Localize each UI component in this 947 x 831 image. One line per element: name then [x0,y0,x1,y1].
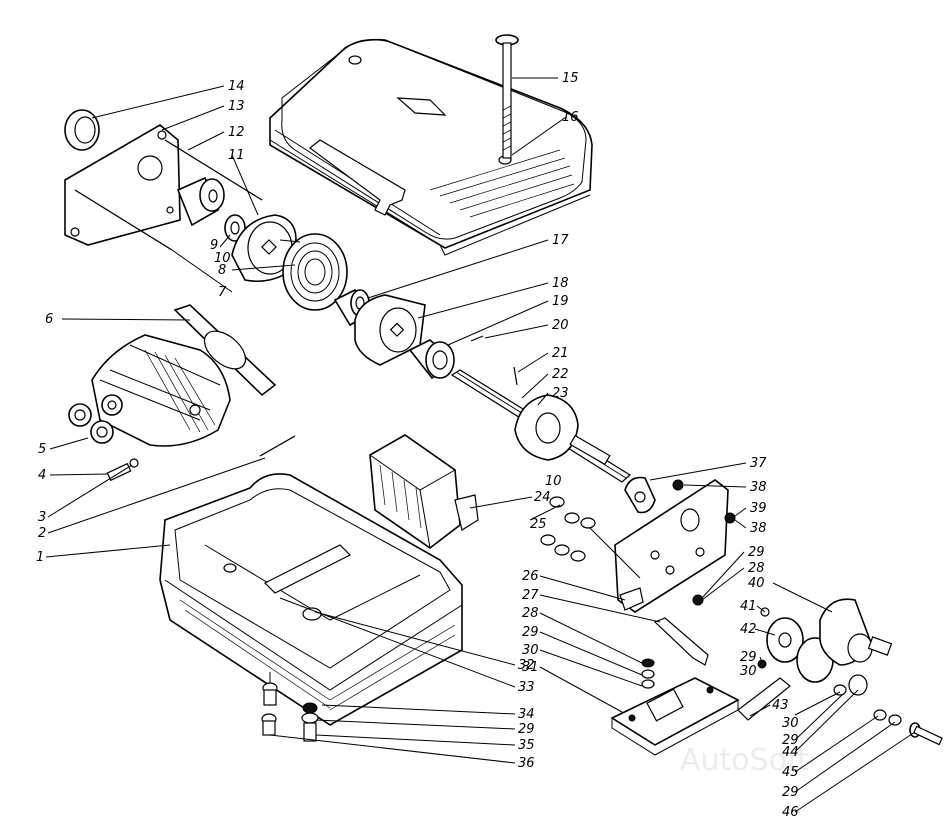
watermark: AutoSoft [680,743,809,778]
label-29d: 29 [740,650,757,665]
label-42: 42 [740,622,757,637]
label-19: 19 [552,294,569,309]
label-4: 4 [38,468,46,483]
label-33: 33 [518,680,535,695]
label-35: 35 [518,738,535,753]
part-cover-screw [495,34,519,159]
label-28a: 28 [522,606,539,621]
part-switch-plate [614,479,736,613]
part-cover [269,38,593,256]
part-screw-assembly [833,674,943,746]
part-sleeve-19 [408,339,455,380]
label-22: 22 [552,367,569,382]
label-29b: 29 [518,722,535,737]
label-38b: 38 [750,521,767,536]
label-12: 12 [228,125,245,140]
label-23: 23 [552,386,569,401]
label-18: 18 [552,276,569,291]
part-washers-25 [540,496,596,562]
part-lever [653,617,709,666]
label-36: 36 [518,756,535,771]
part-microswitch-base [610,658,740,756]
label-30b: 30 [740,664,757,679]
part-bracket-37 [624,476,656,514]
label-8: 8 [218,263,226,278]
part-end-cap [819,598,893,666]
label-43: 43 [772,698,789,713]
label-29f: 29 [782,785,799,800]
part-rods [74,139,263,251]
label-29e: 29 [782,733,799,748]
part-ring [64,109,100,151]
label-25: 25 [530,517,547,532]
label-1: 1 [36,550,44,565]
part-spiral-spring [279,233,348,311]
label-26: 26 [522,569,539,584]
part-pin-2 [259,435,296,457]
part-base-housing [159,473,463,726]
leader-lines [45,77,916,813]
part-gasket [173,304,277,397]
label-14: 14 [228,79,245,94]
part-terminal-block [369,434,479,549]
label-20: 20 [552,318,569,333]
label-10b: 10 [545,474,562,489]
part-shaft [450,369,632,483]
part-mounting-plate [64,124,181,246]
label-38a: 38 [750,480,767,495]
label-6: 6 [45,312,53,327]
label-39: 39 [750,501,767,516]
label-21: 21 [552,346,569,361]
label-27: 27 [522,588,539,603]
part-contact-strip [737,677,791,721]
label-31: 31 [522,660,539,675]
label-45: 45 [782,765,799,780]
part-labels: 14 13 12 11 15 16 17 18 19 20 21 22 23 1… [36,71,799,820]
label-3: 3 [38,510,46,525]
part-pin-20 [470,335,484,342]
label-24: 24 [534,490,551,505]
part-base-bolts [261,682,319,742]
label-40: 40 [748,576,765,591]
part-cam-disk [231,214,297,283]
label-46: 46 [782,805,799,820]
label-29a: 29 [522,625,539,640]
label-16: 16 [562,110,579,125]
part-cylinder [176,176,225,227]
label-7: 7 [218,285,227,300]
label-2: 2 [38,526,46,541]
label-29c: 29 [748,545,765,560]
label-17: 17 [552,233,569,248]
label-11: 11 [228,148,245,163]
label-44: 44 [782,745,799,760]
label-9: 9 [210,238,218,253]
label-41: 41 [740,599,757,614]
label-28b: 28 [748,561,765,576]
part-cam-18 [354,294,426,366]
label-32: 32 [518,658,535,673]
label-30c: 30 [782,716,799,731]
label-37: 37 [750,456,767,471]
part-connector-block [68,334,231,447]
label-5: 5 [38,442,46,457]
label-30a: 30 [522,643,539,658]
label-10a: 10 [214,251,231,266]
label-13: 13 [228,99,245,114]
label-34: 34 [518,707,535,722]
label-15: 15 [562,71,579,86]
part-pin-21 [513,366,518,386]
